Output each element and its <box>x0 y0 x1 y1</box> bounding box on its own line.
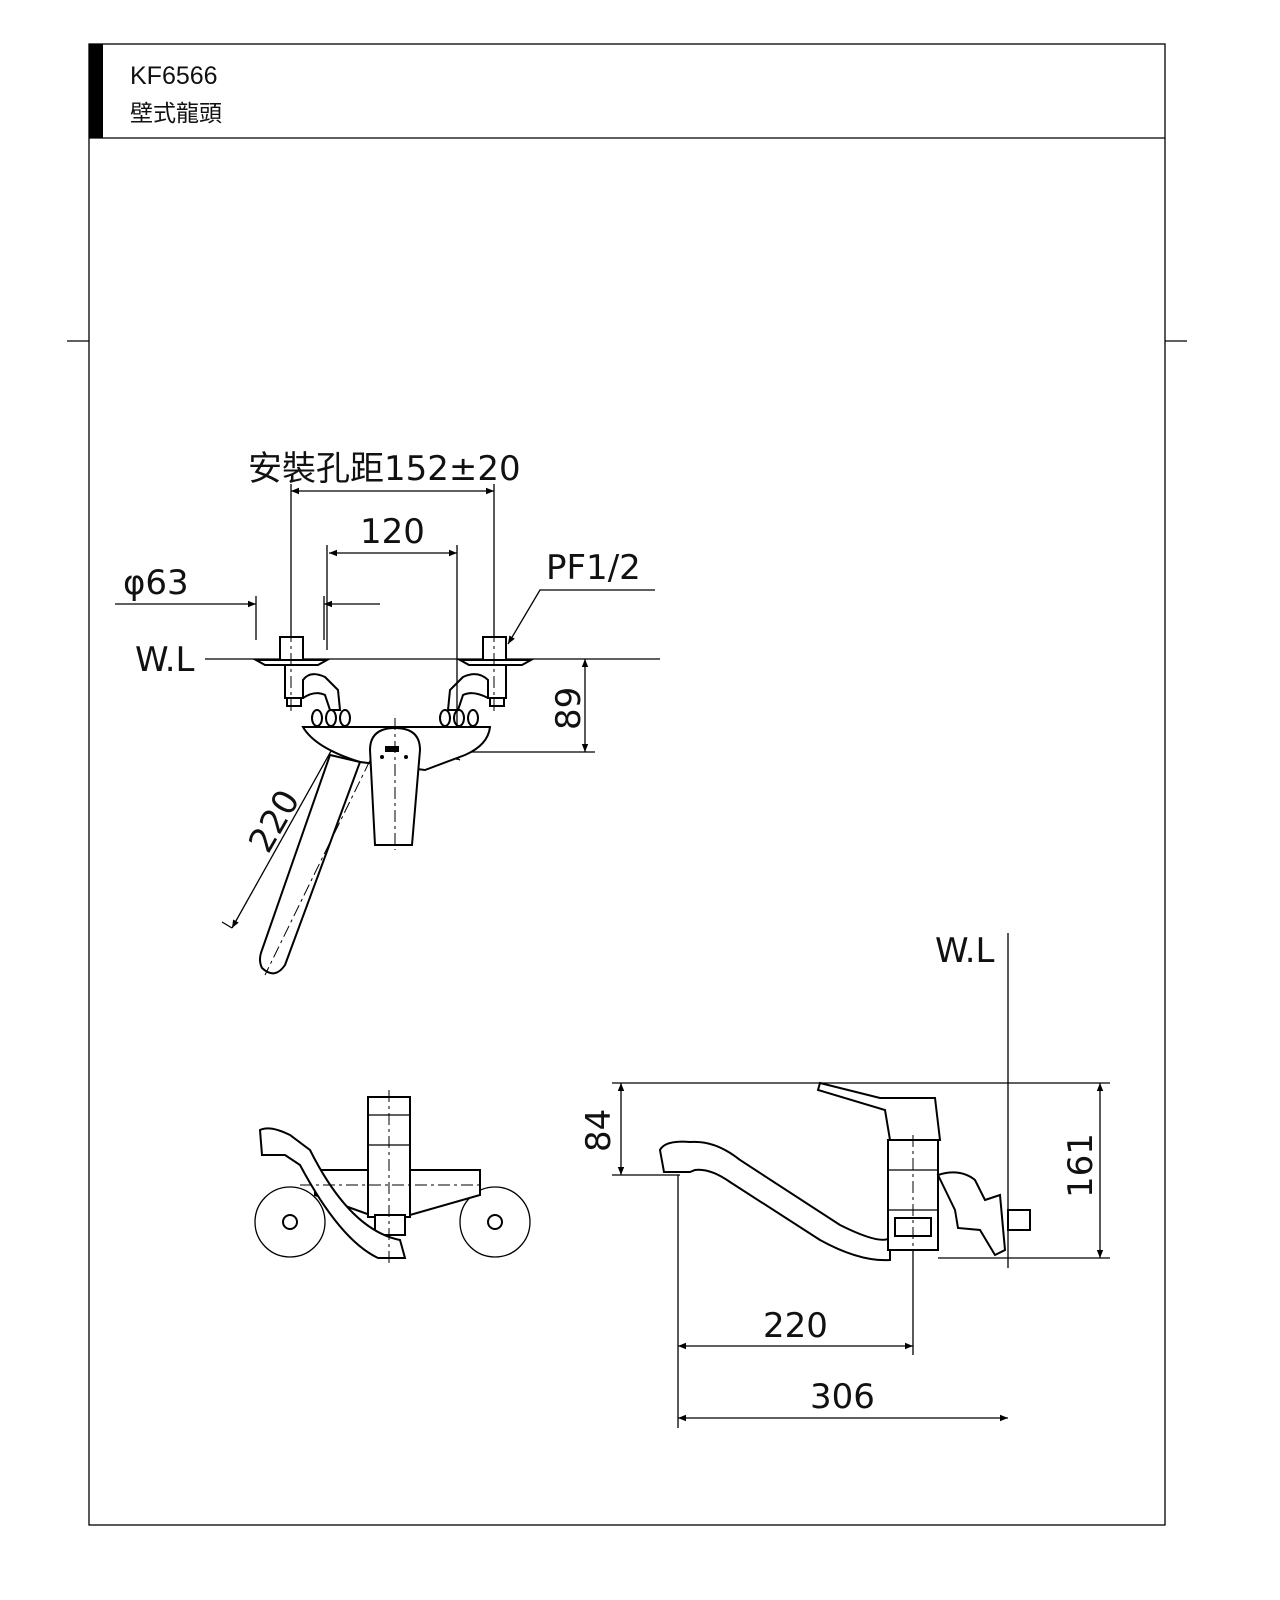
front-view <box>254 1090 531 1265</box>
depth-label: 89 <box>549 687 589 730</box>
thread-label: PF1/2 <box>546 548 641 588</box>
side-view <box>612 933 1110 1428</box>
wall-line-label-top: W.L <box>135 640 195 680</box>
mount-spacing-label: 安裝孔距152±20 <box>248 449 521 489</box>
sheet-frame <box>67 43 1187 1526</box>
top-view <box>115 484 660 976</box>
center-distance-label: 120 <box>360 512 425 552</box>
wall-line-label-side: W.L <box>935 931 995 971</box>
total-height-label: 161 <box>1061 1133 1101 1198</box>
product-title: 壁式龍頭 <box>130 101 222 127</box>
spout-height-label: 84 <box>579 1109 619 1152</box>
model-number: KF6566 <box>130 62 218 90</box>
flange-diameter-label: φ63 <box>123 563 189 603</box>
total-reach-label: 306 <box>810 1377 875 1417</box>
spout-reach-label: 220 <box>763 1306 828 1346</box>
